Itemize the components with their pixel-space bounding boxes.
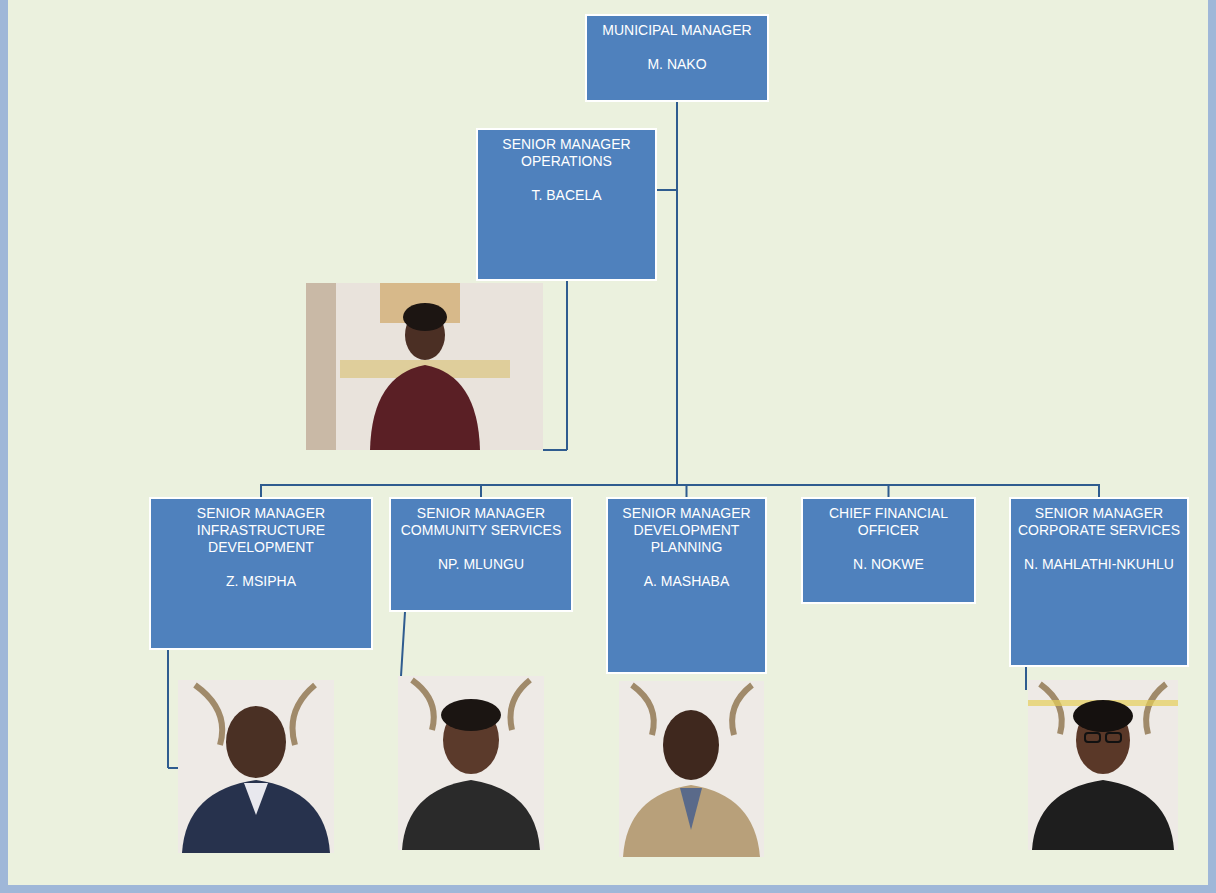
reporting-line: [677, 102, 889, 497]
leader-line: [543, 449, 567, 451]
role-title: SENIOR MANAGER COMMUNITY SERVICES: [397, 505, 565, 539]
org-box: SENIOR MANAGER INFRASTRUCTURE DEVELOPMEN…: [149, 497, 373, 650]
role-title: SENIOR MANAGER CORPORATE SERVICES: [1017, 505, 1181, 539]
reporting-line: [657, 102, 677, 190]
person-name: M. NAKO: [647, 56, 706, 73]
org-box: MUNICIPAL MANAGER M. NAKO: [585, 14, 769, 102]
panel-ground: [8, 0, 1208, 885]
portrait-photo: [619, 681, 764, 857]
role-title: SENIOR MANAGER OPERATIONS: [484, 136, 649, 170]
portrait-photo: [1028, 680, 1178, 850]
role-title: SENIOR MANAGER INFRASTRUCTURE DEVELOPMEN…: [157, 505, 365, 556]
leader-line: [167, 650, 169, 768]
person-name: A. MASHABA: [644, 573, 730, 590]
portrait-photo: [306, 283, 543, 450]
person-name: N. MAHLATHI-NKUHLU: [1024, 556, 1174, 573]
role-title: SENIOR MANAGER DEVELOPMENT PLANNING: [614, 505, 759, 556]
org-box: CHIEF FINANCIAL OFFICER N. NOKWE: [801, 497, 976, 604]
org-box: SENIOR MANAGER DEVELOPMENT PLANNING A. MA…: [606, 497, 767, 674]
org-box: SENIOR MANAGER OPERATIONS T. BACELA: [476, 128, 657, 281]
org-box: SENIOR MANAGER COMMUNITY SERVICES NP. MLU…: [389, 497, 573, 612]
person-name: NP. MLUNGU: [438, 556, 524, 573]
leader-line: [566, 281, 568, 450]
leader-line: [168, 767, 178, 769]
leader-line: [401, 612, 405, 676]
person-name: T. BACELA: [531, 187, 601, 204]
portrait-photo: [398, 676, 544, 850]
person-name: N. NOKWE: [853, 556, 924, 573]
reporting-line: [677, 102, 687, 497]
reporting-line: [677, 102, 1099, 497]
portrait-photo: [178, 680, 334, 853]
org-box: SENIOR MANAGER CORPORATE SERVICES N. MAHL…: [1009, 497, 1189, 667]
person-name: Z. MSIPHA: [226, 573, 296, 590]
role-title: CHIEF FINANCIAL OFFICER: [809, 505, 968, 539]
leader-line: [1025, 667, 1027, 690]
reporting-line: [261, 102, 677, 497]
role-title: MUNICIPAL MANAGER: [602, 22, 751, 39]
